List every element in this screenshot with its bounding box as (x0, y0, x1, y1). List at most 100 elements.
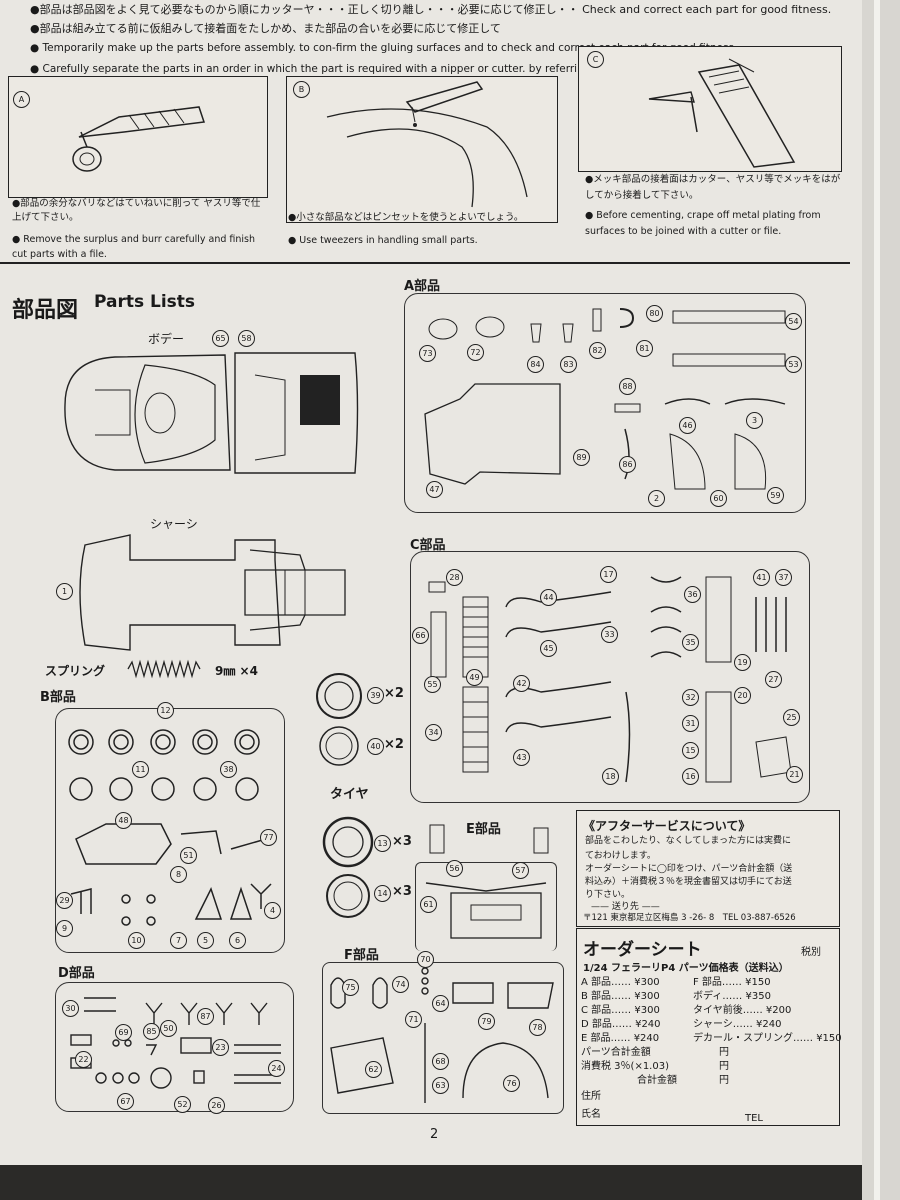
part-number: 5 (197, 932, 214, 949)
part-number: 65 (212, 330, 229, 347)
part-number: 44 (540, 589, 557, 606)
tire-drawing (322, 816, 374, 918)
b-parts-label: B部品 (40, 690, 76, 705)
part-number: 71 (405, 1011, 422, 1028)
yen-unit: 円 (719, 1061, 729, 1072)
part-number: 57 (512, 862, 529, 879)
e-parts-sprue (415, 824, 557, 951)
d-parts-label: D部品 (58, 966, 95, 981)
order-sheet-title: オーダーシート (583, 940, 702, 960)
part-number: 80 (646, 305, 663, 322)
part-number: 19 (734, 654, 751, 671)
part-number: 43 (513, 749, 530, 766)
price-row: C 部品…… ¥300 (581, 1005, 660, 1016)
address-label: 住所 (581, 1091, 601, 1102)
spring-icon (127, 659, 201, 679)
part-number: 16 (682, 768, 699, 785)
part-number: 38 (220, 761, 237, 778)
price-row: D 部品…… ¥240 (581, 1019, 661, 1030)
part-number: 45 (540, 640, 557, 657)
tire-label: タイヤ (330, 787, 369, 802)
part-number: 74 (392, 976, 409, 993)
part-number: 31 (682, 715, 699, 732)
qty-label: ×2 (384, 737, 404, 752)
part-number: 34 (425, 724, 442, 741)
part-number: 4 (264, 902, 281, 919)
part-number: 15 (682, 742, 699, 759)
part-number: 76 (503, 1075, 520, 1092)
part-number: 42 (513, 675, 530, 692)
part-number: 70 (417, 951, 434, 968)
part-number: 49 (466, 669, 483, 686)
part-number: 30 (62, 1000, 79, 1017)
part-number: 20 (734, 687, 751, 704)
chassis-label: シャーシ (150, 517, 198, 531)
tweezers-illustration (326, 81, 528, 208)
price-row: ボディ…… ¥350 (693, 991, 771, 1002)
panel-b-letter: B (293, 81, 310, 98)
part-number: 78 (529, 1019, 546, 1036)
part-number: 33 (601, 626, 618, 643)
f-parts-label: F部品 (344, 948, 379, 963)
part-number: 12 (157, 702, 174, 719)
price-row: B 部品…… ¥300 (581, 991, 660, 1002)
part-number: 11 (132, 761, 149, 778)
note-line-4: ● Carefully separate the parts in an ord… (30, 63, 668, 75)
note-line-3: ● Temporarily make up the parts before a… (30, 42, 738, 54)
a-parts-label: A部品 (404, 279, 441, 294)
qty-label: ×3 (392, 884, 412, 899)
panel-b-jp-text: ●小さな部品などはピンセットを使うとよいでしょう。 (288, 212, 524, 223)
part-number: 21 (786, 766, 803, 783)
part-number: 29 (56, 892, 73, 909)
part-number: 64 (432, 995, 449, 1012)
b-parts-sprue (55, 708, 285, 953)
a-parts-sprue (404, 293, 806, 513)
part-number: 89 (573, 449, 590, 466)
panel-c-illustration: C (578, 46, 842, 172)
panel-c-letter: C (587, 51, 604, 68)
name-label: 氏名 (581, 1109, 601, 1120)
part-number: 85 (143, 1023, 160, 1040)
after-service-box: 《アフターサービスについて》 部品をこわしたり、なくしてしまった方には実費に て… (576, 810, 840, 927)
panel-a-illustration: A (8, 76, 268, 198)
part-number: 77 (260, 829, 277, 846)
after-service-line-3: オーダーシートに◯印をつけ、パーツ合計金額（送 (585, 864, 793, 874)
part-number: 58 (238, 330, 255, 347)
part-number: 87 (197, 1008, 214, 1025)
part-number: 75 (342, 979, 359, 996)
part-number: 51 (180, 847, 197, 864)
part-number: 23 (212, 1039, 229, 1056)
tel-label: TEL (745, 1113, 763, 1124)
page-number: 2 (430, 1127, 439, 1142)
tax-note: 税別 (801, 947, 821, 958)
panel-c-en-text: ● Before cementing, crape off metal plat… (585, 210, 821, 237)
chassis-drawing (79, 534, 346, 651)
after-service-line-1: 部品をこわしたり、なくしてしまった方には実費に (585, 836, 792, 846)
e-parts-label: E部品 (466, 822, 501, 837)
part-number: 17 (600, 566, 617, 583)
grand-total-label: 合計金額 (637, 1075, 677, 1086)
panel-c-jp-text: ●メッキ部品の接着面はカッター、ヤスリ等でメッキをはがしてから接着して下さい。 (585, 174, 841, 201)
part-number: 13 (374, 835, 391, 852)
body-shell-drawing (64, 352, 359, 474)
part-number: 48 (115, 812, 132, 829)
f-parts-sprue (322, 962, 564, 1114)
part-number: 24 (268, 1060, 285, 1077)
panel-b-en-text: ● Use tweezers in handling small parts. (288, 235, 478, 246)
tire-parts-drawing (316, 673, 362, 766)
part-number: 81 (636, 340, 653, 357)
part-number: 72 (467, 344, 484, 361)
after-service-title: 《アフターサービスについて》 (583, 819, 751, 833)
part-number: 54 (785, 313, 802, 330)
part-number: 56 (446, 860, 463, 877)
note-line-1: ●部品は部品図をよく見て必要なものから順にカッターヤ・・・正しく切り離し・・・必… (30, 3, 832, 16)
panel-a-en-text: ● Remove the surplus and burr carefully … (12, 234, 256, 260)
part-number: 40 (367, 738, 384, 755)
after-service-line-2: ておわけします。 (585, 851, 656, 861)
c-parts-drawing (428, 576, 792, 783)
price-row: タイヤ前後…… ¥200 (693, 1005, 792, 1016)
part-number: 83 (560, 356, 577, 373)
send-to-label: —— 送り先 —— (591, 902, 660, 912)
part-number: 47 (426, 481, 443, 498)
d-parts-drawing (70, 997, 281, 1089)
